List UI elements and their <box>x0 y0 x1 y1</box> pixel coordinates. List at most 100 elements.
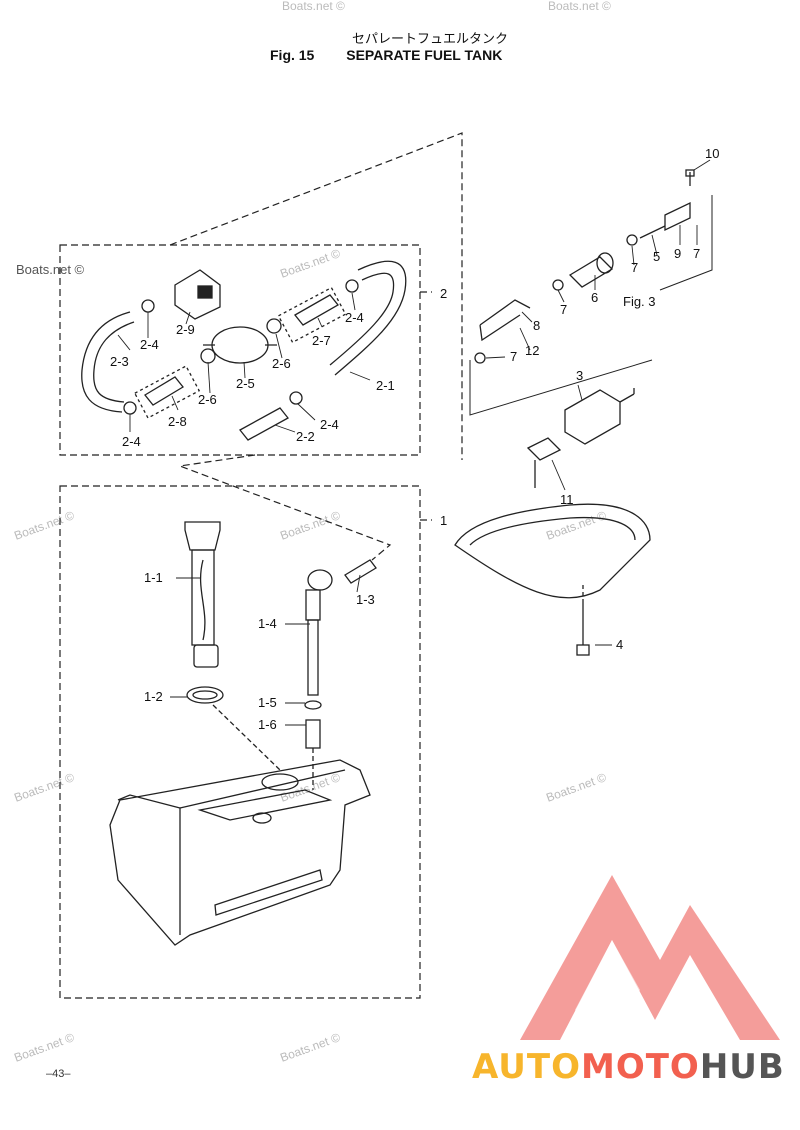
tank-assembly <box>109 521 377 946</box>
callout-2-6: 2-6 <box>272 356 291 371</box>
check-valve-2-6 <box>266 318 282 334</box>
watermark: Boats.net © <box>278 246 342 281</box>
fuel-filter-6 <box>568 256 614 288</box>
brand-part-auto: AUTO <box>472 1047 581 1087</box>
callout-7: 7 <box>693 246 700 261</box>
o-ring-1-2 <box>186 686 224 704</box>
clip-7 <box>552 279 564 291</box>
fuel-gauge <box>184 521 221 551</box>
page-number: –43– <box>46 1068 71 1080</box>
group-box-2 <box>59 244 421 456</box>
seal-1-5 <box>304 700 322 710</box>
callout-2-4: 2-4 <box>122 434 141 449</box>
callout-1-1: 1-1 <box>144 570 163 585</box>
watermark: Boats.net © <box>282 0 345 13</box>
pipe-5 <box>639 225 666 239</box>
callout-3: 3 <box>576 368 583 383</box>
callout-7: 7 <box>510 349 517 364</box>
engine-side-parts <box>454 169 695 656</box>
title-japanese: セパレートフュエルタンク <box>351 32 508 47</box>
check-valve-2-6 <box>200 348 216 364</box>
callout-2-3: 2-3 <box>110 354 129 369</box>
watermark: Boats.net © <box>278 1030 342 1065</box>
callout-2-7: 2-7 <box>312 333 331 348</box>
callout-2-1: 2-1 <box>376 378 395 393</box>
brand-part-hub: HUB <box>699 1047 785 1087</box>
callout-10: 10 <box>705 146 719 161</box>
watermark: Boats.net © <box>12 770 76 805</box>
fuel-tank <box>109 759 371 946</box>
fitting-2-8 <box>144 376 184 406</box>
callout-2-6: 2-6 <box>198 392 217 407</box>
watermark: Boats.net © <box>544 770 608 805</box>
callout-2-4: 2-4 <box>345 310 364 325</box>
bracket-9 <box>664 201 691 232</box>
callout-2-9: 2-9 <box>176 322 195 337</box>
callout-11: 11 <box>560 492 574 507</box>
tank-fill-neck <box>261 773 299 791</box>
callout-1-6: 1-6 <box>258 717 277 732</box>
callout-1-2: 1-2 <box>144 689 163 704</box>
callout-1-5: 1-5 <box>258 695 277 710</box>
watermark: Boats.net © <box>16 262 85 277</box>
group-boxes <box>59 132 463 999</box>
clamp-2-4 <box>289 391 303 405</box>
hose-assembly <box>81 260 407 441</box>
callout-1: 1 <box>440 513 447 528</box>
figure-title: Fig. 15 SEPARATE FUEL TANK <box>270 47 502 63</box>
figure-name: SEPARATE FUEL TANK <box>346 47 503 63</box>
callout-5: 5 <box>653 249 660 264</box>
callout-2: 2 <box>440 286 447 301</box>
connector-2-2 <box>239 407 289 441</box>
bottom-cowl <box>454 503 651 599</box>
callout-1-4: 1-4 <box>258 616 277 631</box>
figure-number: Fig. 15 <box>270 47 315 63</box>
leader-dashed <box>177 454 392 561</box>
watermark: Boats.net © <box>544 508 608 543</box>
lever-11 <box>526 437 562 461</box>
hose-8 <box>479 299 531 342</box>
brand-wordmark: AUTOMOTOHUB <box>472 1047 785 1087</box>
fig3-box <box>469 195 713 416</box>
clamp-2-4 <box>123 401 137 415</box>
brand-part-moto: MOTO <box>580 1047 700 1087</box>
joint-3 <box>564 389 621 445</box>
callout-2-4: 2-4 <box>320 417 339 432</box>
callout-2-5: 2-5 <box>236 376 255 391</box>
callout-7: 7 <box>631 260 638 275</box>
elbow-fitting <box>307 569 333 591</box>
connector-2-9 <box>174 269 221 320</box>
group-box-1 <box>59 485 421 999</box>
brand-logo <box>520 875 780 1040</box>
clip-7 <box>626 234 638 246</box>
fitting-1-3 <box>344 559 377 584</box>
callout-4: 4 <box>616 637 623 652</box>
watermark: Boats.net © <box>12 1030 76 1065</box>
fitting-2-7 <box>294 294 339 326</box>
hose-2-3 <box>81 311 131 413</box>
callout-2-8: 2-8 <box>168 414 187 429</box>
callout-6: 6 <box>591 290 598 305</box>
leader-lines <box>117 159 711 726</box>
callout-2-2: 2-2 <box>296 429 315 444</box>
clip-7 <box>474 352 486 364</box>
clamp-2-4 <box>141 299 155 313</box>
fig3-reference: Fig. 3 <box>623 294 656 309</box>
callout-8: 8 <box>533 318 540 333</box>
watermarks: Boats.net © Boats.net © Boats.net © Boat… <box>12 0 611 1065</box>
logo-mark-icon <box>520 875 780 1040</box>
clamp-2-4 <box>345 279 359 293</box>
watermark: Boats.net © <box>278 508 342 543</box>
watermark: Boats.net © <box>548 0 611 13</box>
leader-dashed <box>169 132 463 460</box>
callout-9: 9 <box>674 246 681 261</box>
primer-bulb <box>211 326 269 364</box>
watermark: Boats.net © <box>12 508 76 543</box>
callout-12: 12 <box>525 343 539 358</box>
callout-1-3: 1-3 <box>356 592 375 607</box>
callout-7: 7 <box>560 302 567 317</box>
filter-1-6 <box>305 719 321 749</box>
hose-2-1 <box>334 260 407 376</box>
callout-labels: 2 2-1 2-2 2-3 2-4 2-4 2-4 2-4 2-5 2-6 2-… <box>110 146 719 732</box>
